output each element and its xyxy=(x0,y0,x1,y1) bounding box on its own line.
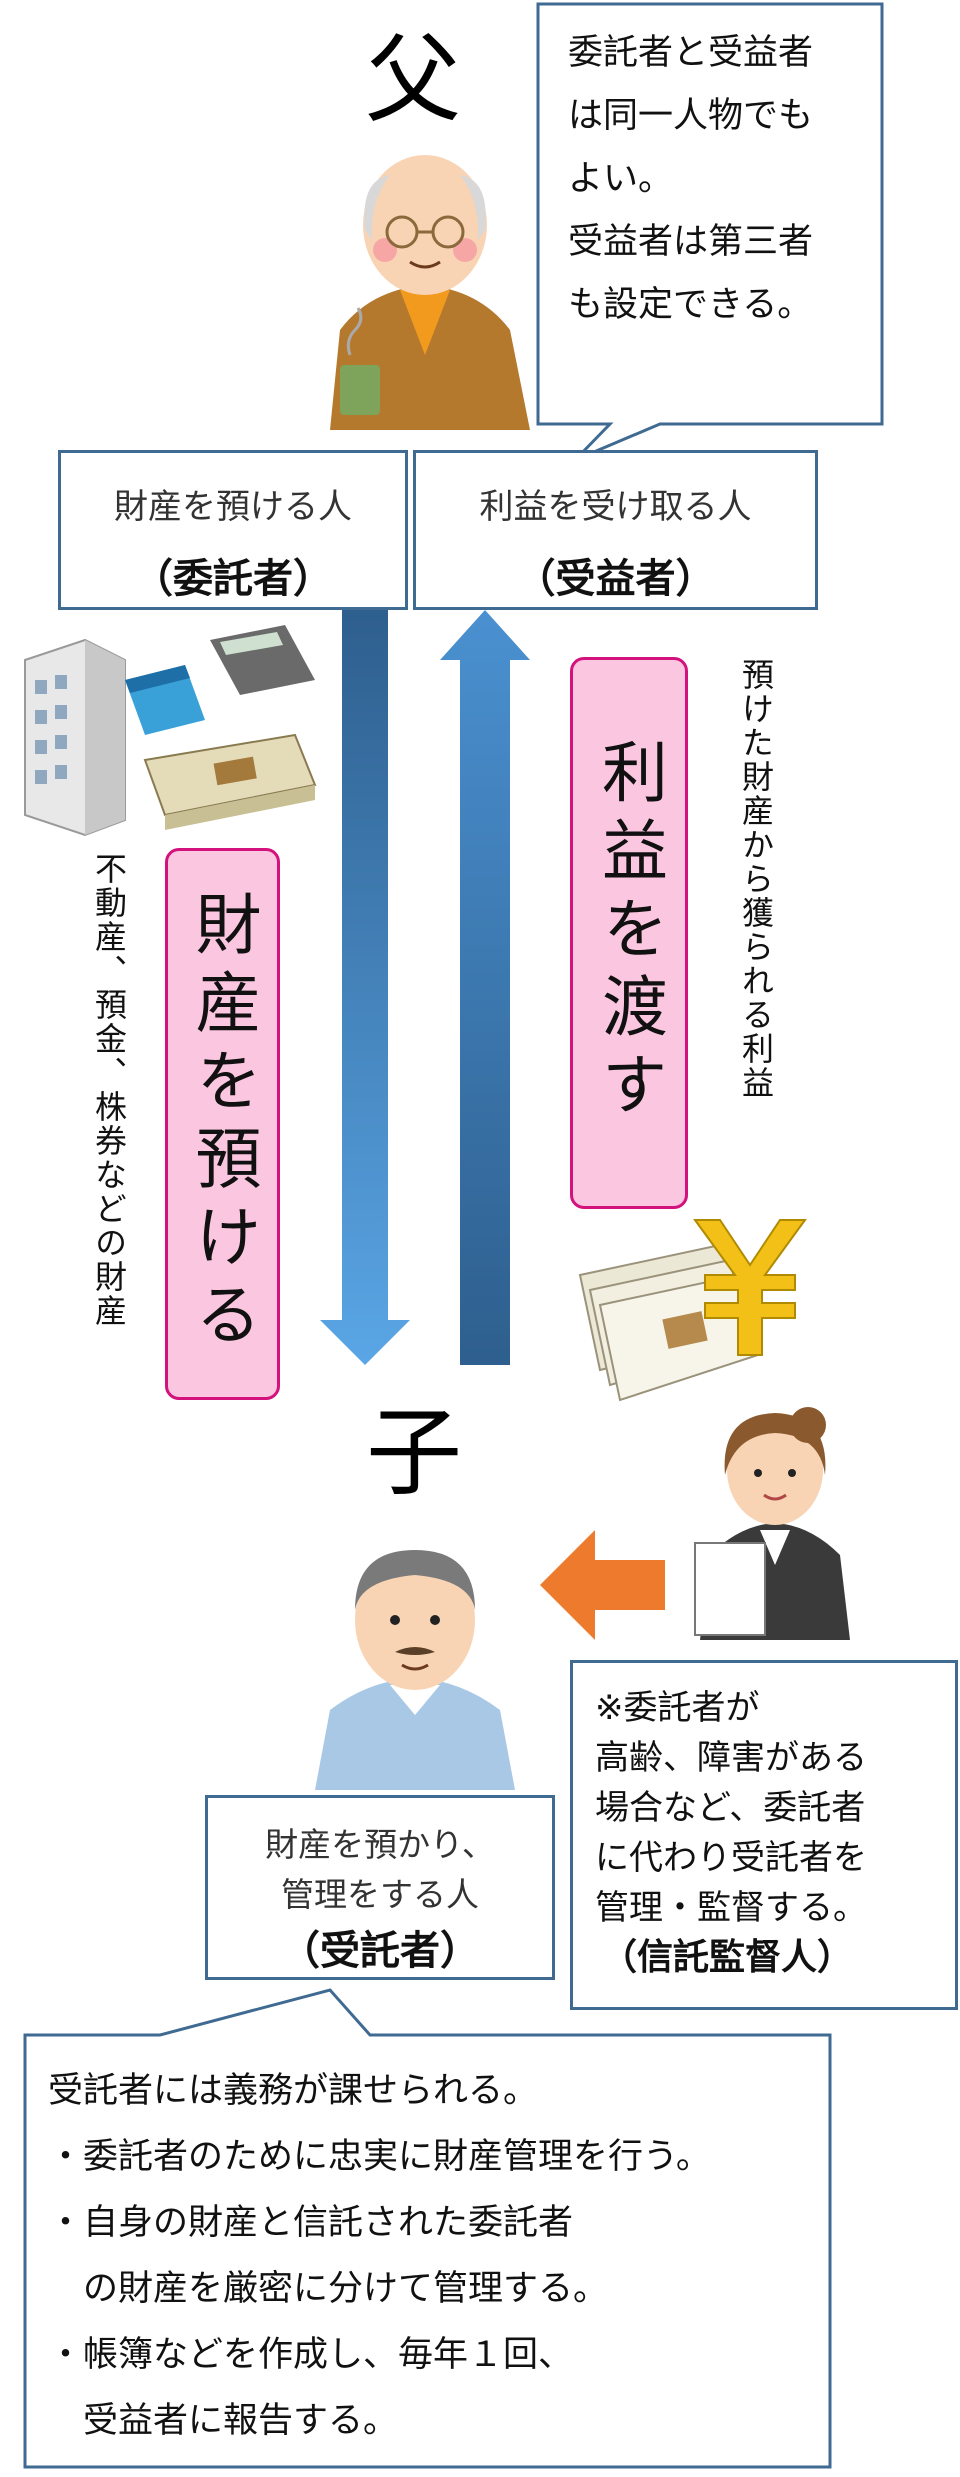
speech-line: 受益者は第三者 xyxy=(568,222,814,262)
duty-item: 受益者に報告する。 xyxy=(48,2401,399,2441)
settlor-title: （委託者） xyxy=(133,556,333,602)
trustee-description-2: 管理をする人 xyxy=(281,1875,479,1914)
duty-item: ・自身の財産と信託された委託者 xyxy=(48,2203,574,2243)
yen-money-illustration-icon xyxy=(578,1219,807,1402)
supervisor-line: 管理・監督する。 xyxy=(595,1888,867,1928)
supervisor-line: に代わり受託者を xyxy=(595,1838,867,1878)
father-illustration-icon xyxy=(330,155,530,430)
trustee-description-1: 財産を預かり、 xyxy=(265,1825,495,1864)
supervisor-woman-illustration-icon xyxy=(694,1407,850,1640)
duty-item: ・帳簿などを作成し、毎年１回、 xyxy=(48,2335,574,2375)
speech-bubble-shape xyxy=(536,2,884,462)
supervisor-line: ※委託者が xyxy=(595,1688,760,1728)
trustee-title: （受託者） xyxy=(280,1928,480,1974)
supervisor-title: （信託監督人） xyxy=(601,1937,854,1978)
duties-heading: 受託者には義務が課せられる。 xyxy=(48,2071,539,2111)
benefit-arrow-up xyxy=(440,610,530,1365)
speech-line: も設定できる。 xyxy=(568,285,813,325)
child-heading: 子 xyxy=(366,1397,462,1509)
entrust-label-box: 財産を預ける xyxy=(165,848,280,1400)
benefit-label: 利益を渡す xyxy=(591,738,668,1128)
settlor-description: 財産を預ける人 xyxy=(114,487,352,527)
benefit-note: 預けた財産から獲られる利益 xyxy=(737,658,775,1100)
assets-illustration-icon xyxy=(24,625,317,837)
beneficiary-description: 利益を受け取る人 xyxy=(479,487,752,527)
beneficiary-box: 利益を受け取る人 （受益者） xyxy=(413,450,818,610)
settlor-box: 財産を預ける人 （委託者） xyxy=(58,450,408,610)
entrust-label: 財産を預ける xyxy=(184,890,262,1358)
duty-item: の財産を厳密に分けて管理する。 xyxy=(48,2269,609,2309)
duty-item: ・委託者のために忠実に財産管理を行う。 xyxy=(48,2137,711,2177)
beneficiary-title: （受益者） xyxy=(515,556,716,602)
speech-line: は同一人物でも xyxy=(568,96,814,136)
speech-line: 委託者と受益者 xyxy=(568,33,814,73)
supervisor-text: ※委託者が 高齢、障害がある 場合など、委託者 に代わり受託者を 管理・監督する… xyxy=(595,1683,867,1983)
supervisor-box: ※委託者が 高齢、障害がある 場合など、委託者 に代わり受託者を 管理・監督する… xyxy=(570,1660,958,2010)
father-heading: 父 xyxy=(365,24,461,136)
supervisor-line: 場合など、委託者 xyxy=(595,1788,866,1828)
duties-callout-shape xyxy=(23,1988,832,2469)
speech-line: よい。 xyxy=(568,159,674,199)
entrust-note: 不動産、預金、株券などの財産 xyxy=(90,852,128,1328)
trustee-box: 財産を預かり、 管理をする人 （受託者） xyxy=(205,1795,555,1980)
speech-bubble-text: 委託者と受益者 は同一人物でも よい。 受益者は第三者 も設定できる。 xyxy=(568,22,868,337)
son-illustration-icon xyxy=(315,1550,515,1790)
supervisor-line: 高齢、障害がある xyxy=(595,1738,867,1778)
duties-text: 受託者には義務が課せられる。 ・委託者のために忠実に財産管理を行う。 ・自身の財… xyxy=(48,2058,818,2454)
entrust-arrow-down xyxy=(320,610,410,1365)
benefit-label-box: 利益を渡す xyxy=(570,657,688,1209)
orange-arrow-left xyxy=(540,1530,665,1640)
